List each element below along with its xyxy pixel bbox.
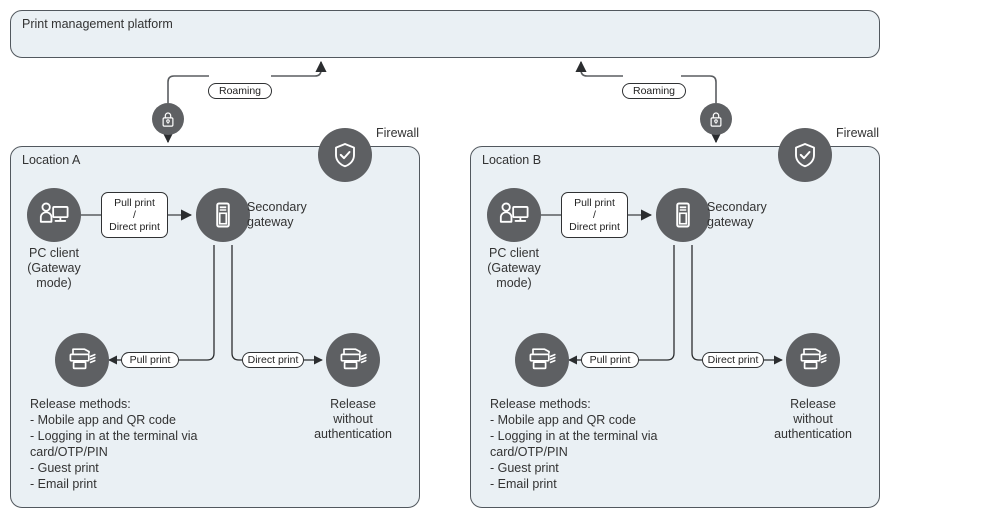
direct-print-pill-a[interactable]: Direct print bbox=[242, 352, 304, 368]
firewall-label-b: Firewall bbox=[836, 126, 880, 140]
release-without-auth-label-b: Release without authentication bbox=[774, 397, 852, 441]
direct-print-printer-node-b[interactable] bbox=[786, 333, 840, 387]
lock-node-a[interactable] bbox=[152, 103, 184, 135]
shield-check-icon bbox=[795, 143, 815, 168]
pull-print-printer-node-b[interactable] bbox=[515, 333, 569, 387]
platform-title: Print management platform bbox=[22, 17, 173, 31]
direct-print-printer-node-a[interactable] bbox=[326, 333, 380, 387]
server-tower-icon bbox=[676, 202, 690, 228]
pc-client-label-a: PC client (Gateway mode) bbox=[27, 246, 81, 290]
direct-print-pill-b[interactable]: Direct print bbox=[702, 352, 764, 368]
multifunction-printer-icon bbox=[800, 348, 827, 370]
lock-icon bbox=[710, 112, 722, 127]
release-methods-list-a: Release methods: - Mobile app and QR cod… bbox=[30, 397, 198, 491]
lock-icon bbox=[162, 112, 174, 127]
person-monitor-icon bbox=[499, 202, 529, 223]
release-methods-list-b: Release methods: - Mobile app and QR cod… bbox=[490, 397, 658, 491]
roaming-pill-b[interactable]: Roaming bbox=[622, 83, 686, 99]
multifunction-printer-icon bbox=[340, 348, 367, 370]
firewall-node-a[interactable] bbox=[318, 128, 372, 182]
pc-client-node-b[interactable] bbox=[487, 188, 541, 242]
secondary-gateway-node-b[interactable] bbox=[656, 188, 710, 242]
pc-client-node-a[interactable] bbox=[27, 188, 81, 242]
server-tower-icon bbox=[216, 202, 230, 228]
person-monitor-icon bbox=[39, 202, 69, 223]
pc-client-label-b: PC client (Gateway mode) bbox=[487, 246, 541, 290]
location-a-title: Location A bbox=[22, 153, 81, 167]
shield-check-icon bbox=[335, 143, 355, 168]
firewall-label-a: Firewall bbox=[376, 126, 420, 140]
roaming-pill-a[interactable]: Roaming bbox=[208, 83, 272, 99]
location-b-title: Location B bbox=[482, 153, 542, 167]
pull-print-pill-a[interactable]: Pull print bbox=[121, 352, 179, 368]
firewall-node-b[interactable] bbox=[778, 128, 832, 182]
pull-direct-print-box-b[interactable]: Pull print / Direct print bbox=[561, 192, 628, 238]
release-without-auth-label-a: Release without authentication bbox=[314, 397, 392, 441]
pull-print-printer-node-a[interactable] bbox=[55, 333, 109, 387]
multifunction-printer-icon bbox=[69, 348, 96, 370]
print-management-platform-panel[interactable] bbox=[10, 10, 880, 58]
multifunction-printer-icon bbox=[529, 348, 556, 370]
secondary-gateway-node-a[interactable] bbox=[196, 188, 250, 242]
pull-direct-print-box-a[interactable]: Pull print / Direct print bbox=[101, 192, 168, 238]
pull-print-pill-b[interactable]: Pull print bbox=[581, 352, 639, 368]
secondary-gateway-label-b: Secondary gateway bbox=[707, 200, 767, 229]
secondary-gateway-label-a: Secondary gateway bbox=[247, 200, 307, 229]
lock-node-b[interactable] bbox=[700, 103, 732, 135]
